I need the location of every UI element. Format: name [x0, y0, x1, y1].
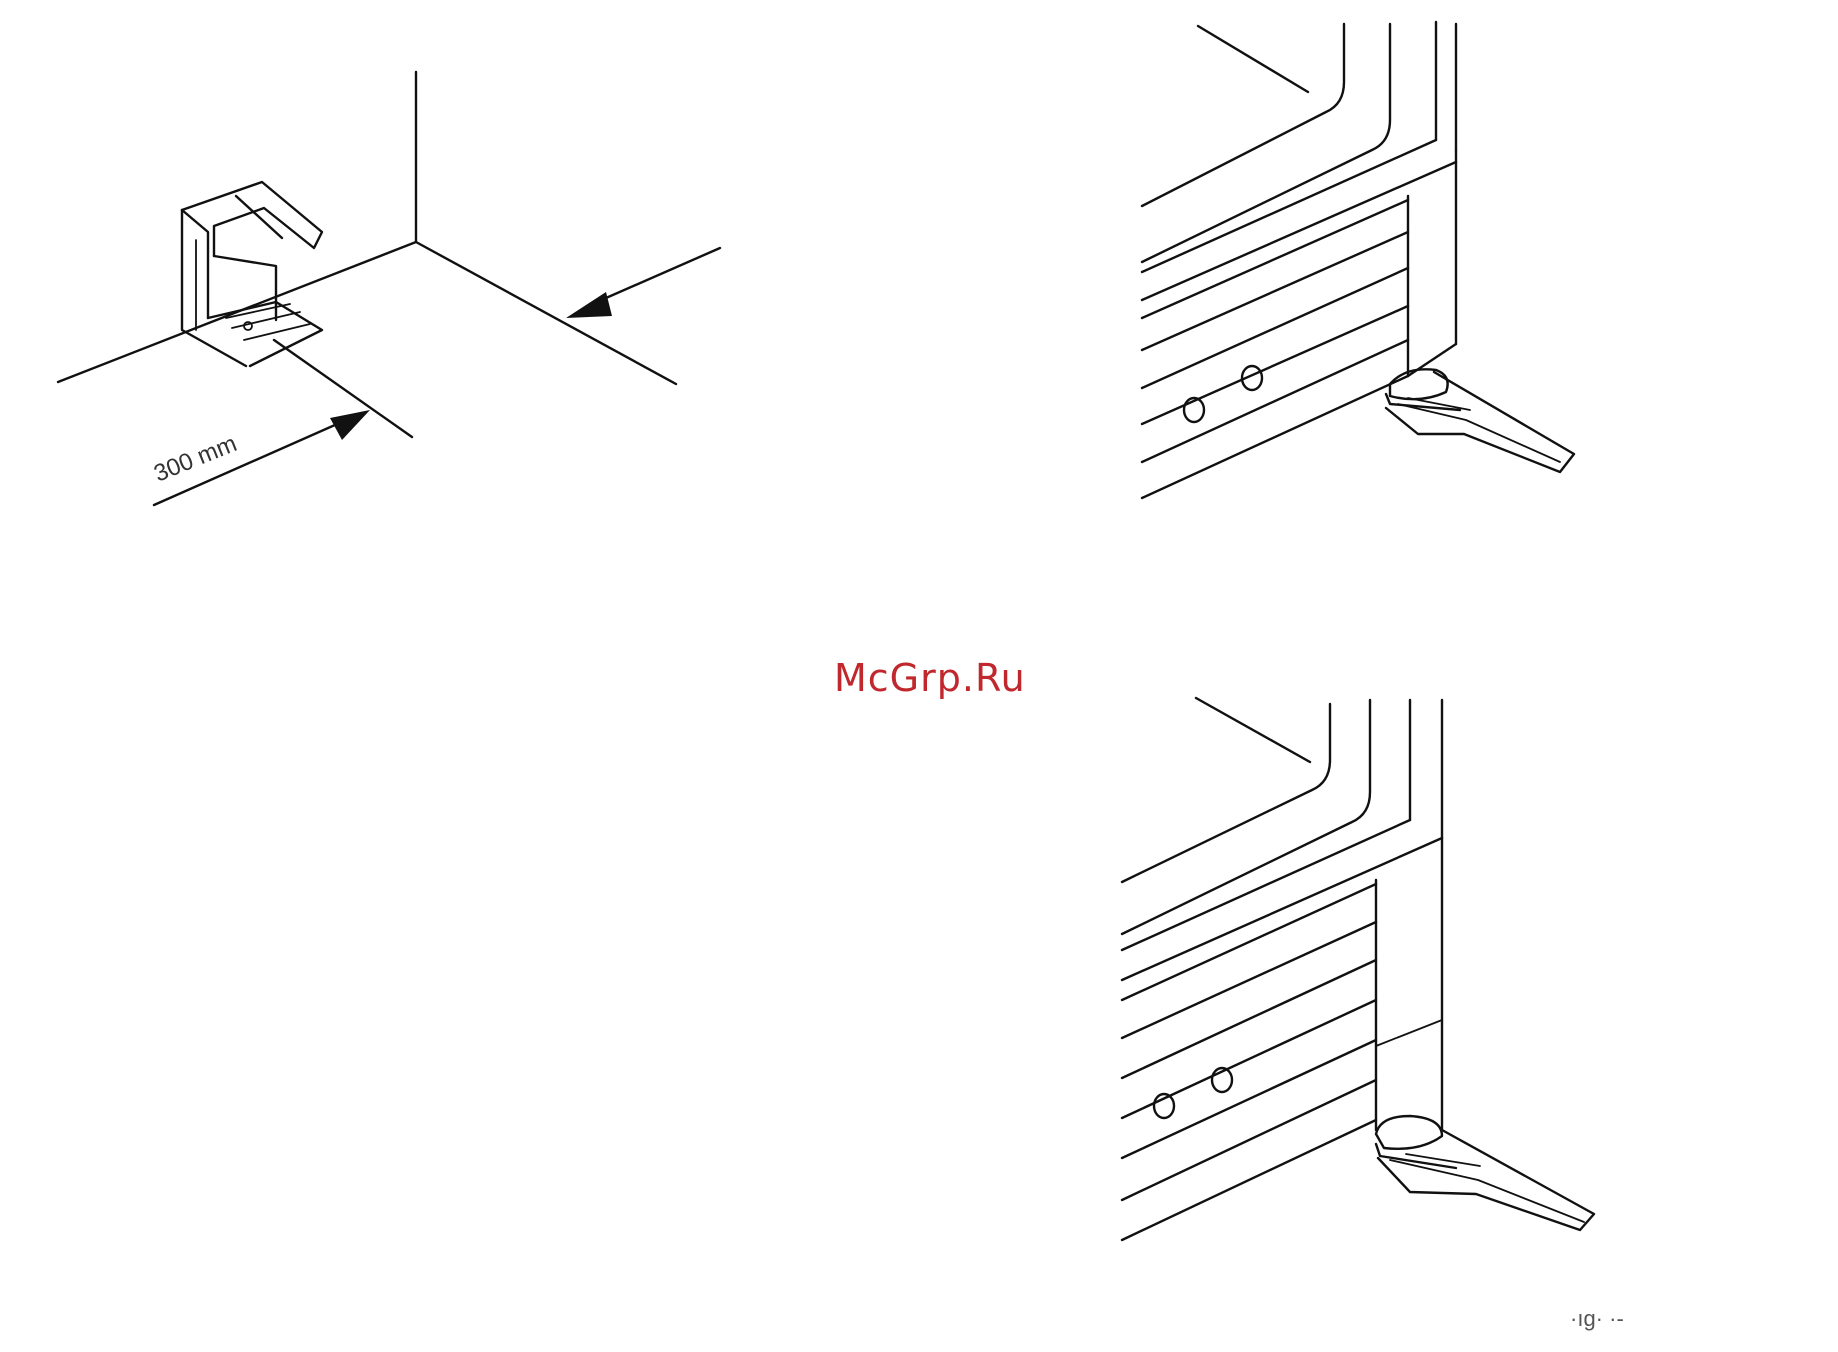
appliance-foot-figure-bottom [1080, 660, 1800, 1320]
anti-tip-bracket [1386, 372, 1574, 472]
watermark: McGrp.Ru [834, 656, 1026, 700]
anti-tip-bracket [182, 182, 322, 366]
appliance-foot-figure-top [1090, 0, 1790, 580]
wall-pointer-arrow-line [590, 248, 720, 305]
dimension-arrowhead [330, 410, 370, 440]
adjustable-foot [1386, 369, 1460, 410]
wall-pointer-arrowhead [566, 292, 612, 318]
floor-wall-edge-right [416, 242, 676, 384]
anti-tip-bracket [1378, 1130, 1594, 1230]
appliance-foot-drawing-top [1090, 0, 1790, 580]
bracket-placement-drawing: 300 mm [0, 0, 780, 560]
dimension-label: 300 mm [150, 430, 241, 488]
bracket-placement-figure: 300 mm [0, 0, 780, 560]
appliance-foot-drawing-bottom [1080, 660, 1800, 1320]
figure-caption: ·ıg· ·- [1570, 1306, 1624, 1332]
